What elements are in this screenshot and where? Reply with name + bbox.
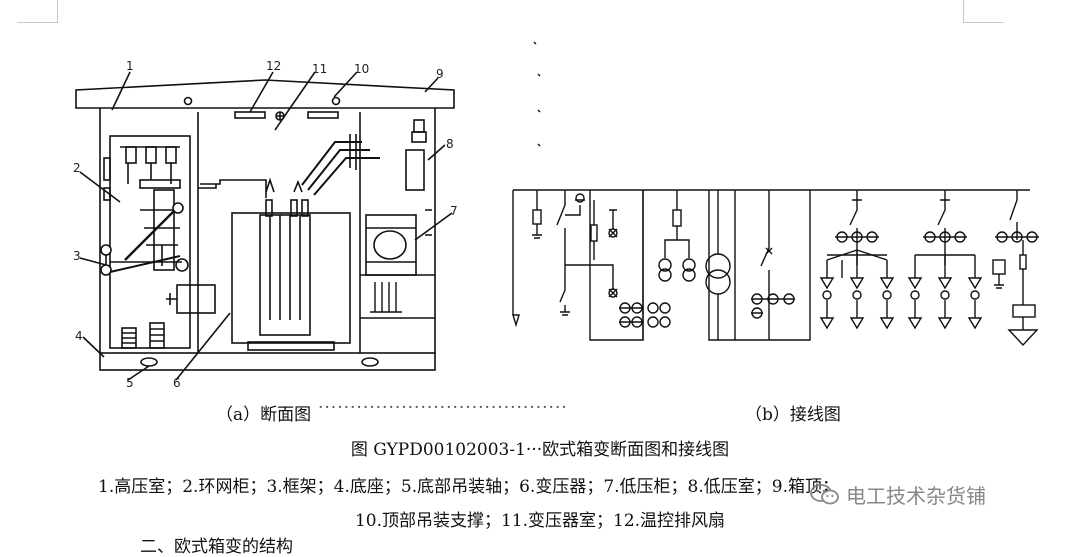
- wiring-diagram: [512, 41, 1039, 347]
- section-heading-partial: 二、欧式箱变的结构: [140, 537, 293, 557]
- callout-1: 1: [126, 59, 134, 73]
- subcaption-b: （b）接线图: [745, 405, 841, 425]
- subcaption-leader-dots: ·······································: [318, 398, 568, 418]
- callout-10: 10: [354, 62, 369, 76]
- callout-9: 9: [436, 67, 444, 81]
- page-corner-mark-left: [17, 0, 58, 23]
- legend-line-1: 1.高压室；2.环网柜；3.框架；4.底座；5.底部吊装轴；6.变压器；7.低压…: [98, 477, 839, 497]
- callout-7: 7: [450, 204, 458, 218]
- legend-line-2: 10.顶部吊装支撑；11.变压器室；12.温控排风扇: [354, 511, 726, 531]
- subcaption-a: （a）断面图: [216, 405, 312, 425]
- callout-4: 4: [75, 329, 83, 343]
- callout-3: 3: [73, 249, 81, 263]
- callout-11: 11: [312, 62, 327, 76]
- watermark-text: 电工技术杂货铺: [846, 484, 986, 508]
- cross-section-drawing: 1 2 3 4 5 6 7 8 9 10 11 12: [73, 59, 458, 390]
- callout-2: 2: [73, 161, 81, 175]
- page-corner-mark-right: [963, 0, 1004, 23]
- watermark: 电工技术杂货铺: [810, 480, 986, 509]
- callout-6: 6: [173, 376, 181, 390]
- callout-12: 12: [266, 59, 281, 73]
- wechat-icon: [810, 483, 839, 504]
- figure-title: 图 GYPD00102003-1···欧式箱变断面图和接线图: [350, 440, 730, 460]
- callout-5: 5: [126, 376, 134, 390]
- callout-8: 8: [446, 137, 454, 151]
